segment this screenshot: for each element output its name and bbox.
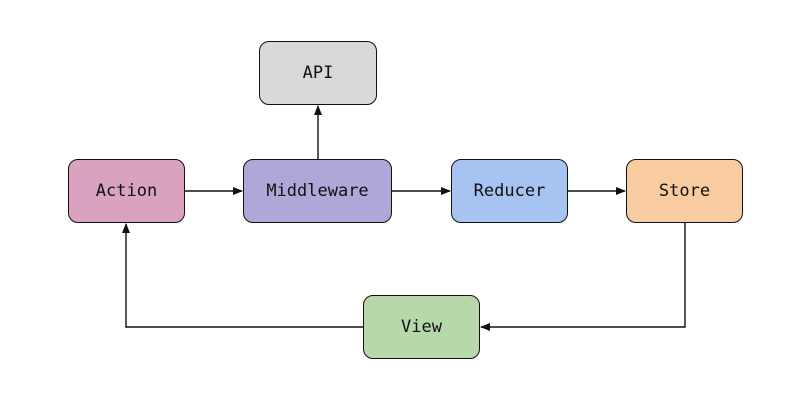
edge-view-to-action (122, 223, 363, 328)
node-store: Store (626, 159, 743, 223)
edge-store-to-view (480, 223, 686, 331)
node-reducer: Reducer (451, 159, 568, 223)
node-middleware: Middleware (243, 159, 392, 223)
node-view: View (363, 295, 480, 359)
node-action: Action (68, 159, 185, 223)
node-api: API (259, 41, 377, 105)
